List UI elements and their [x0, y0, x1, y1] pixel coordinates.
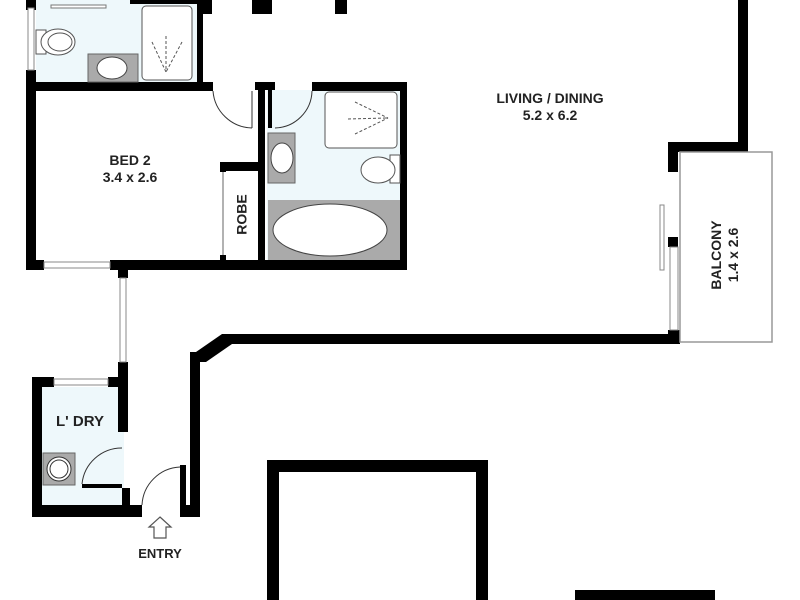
balcony-outline: [679, 151, 773, 343]
bathroom-fixtures: [267, 91, 401, 260]
windows: [27, 7, 679, 386]
laundry-door-swing: [81, 447, 123, 485]
balcony-slider: [669, 246, 679, 331]
entry-door-swing: [141, 466, 181, 506]
room-label-bed-2: BED 2 3.4 x 2.6: [80, 152, 180, 186]
shower-icon: [141, 5, 193, 81]
room-name: ROBE: [233, 194, 250, 235]
shower-icon: [324, 91, 398, 149]
room-label-robe: ROBE: [234, 185, 251, 245]
bath-door-swing: [274, 90, 313, 129]
laundry-fixtures: [42, 452, 76, 486]
room-label-laundry: L' DRY: [40, 413, 120, 430]
balcony-slider-open: [659, 204, 665, 271]
room-name: BED 2: [109, 152, 151, 168]
bed2-door-swing: [212, 90, 253, 129]
room-dims: 3.4 x 2.6: [102, 169, 158, 185]
basin-icon: [96, 56, 128, 80]
room-name: BALCONY: [708, 220, 724, 290]
room-dims: 1.4 x 2.6: [725, 227, 741, 283]
room-label-living-dining: LIVING / DINING 5.2 x 6.2: [460, 90, 640, 124]
room-dims: 5.2 x 6.2: [522, 107, 578, 123]
ensuite-fixtures: [35, 4, 193, 83]
toilet-icon: [360, 156, 396, 184]
window-bed2: [43, 261, 111, 269]
room-name: L' DRY: [55, 413, 104, 430]
window-laundry: [53, 378, 109, 386]
basin-icon: [270, 142, 294, 174]
entry-text: ENTRY: [138, 546, 182, 561]
up-arrow-icon: [147, 516, 173, 539]
door-swings: [81, 90, 313, 506]
walls: [26, 0, 748, 600]
window-ensuite: [27, 7, 35, 71]
towel-rail: [50, 4, 107, 9]
entry-label: ENTRY: [120, 545, 200, 562]
room-name: LIVING / DINING: [496, 90, 604, 106]
bathtub-icon: [272, 203, 388, 257]
room-label-balcony: BALCONY 1.4 x 2.6: [708, 205, 742, 305]
window-hall: [119, 277, 127, 363]
